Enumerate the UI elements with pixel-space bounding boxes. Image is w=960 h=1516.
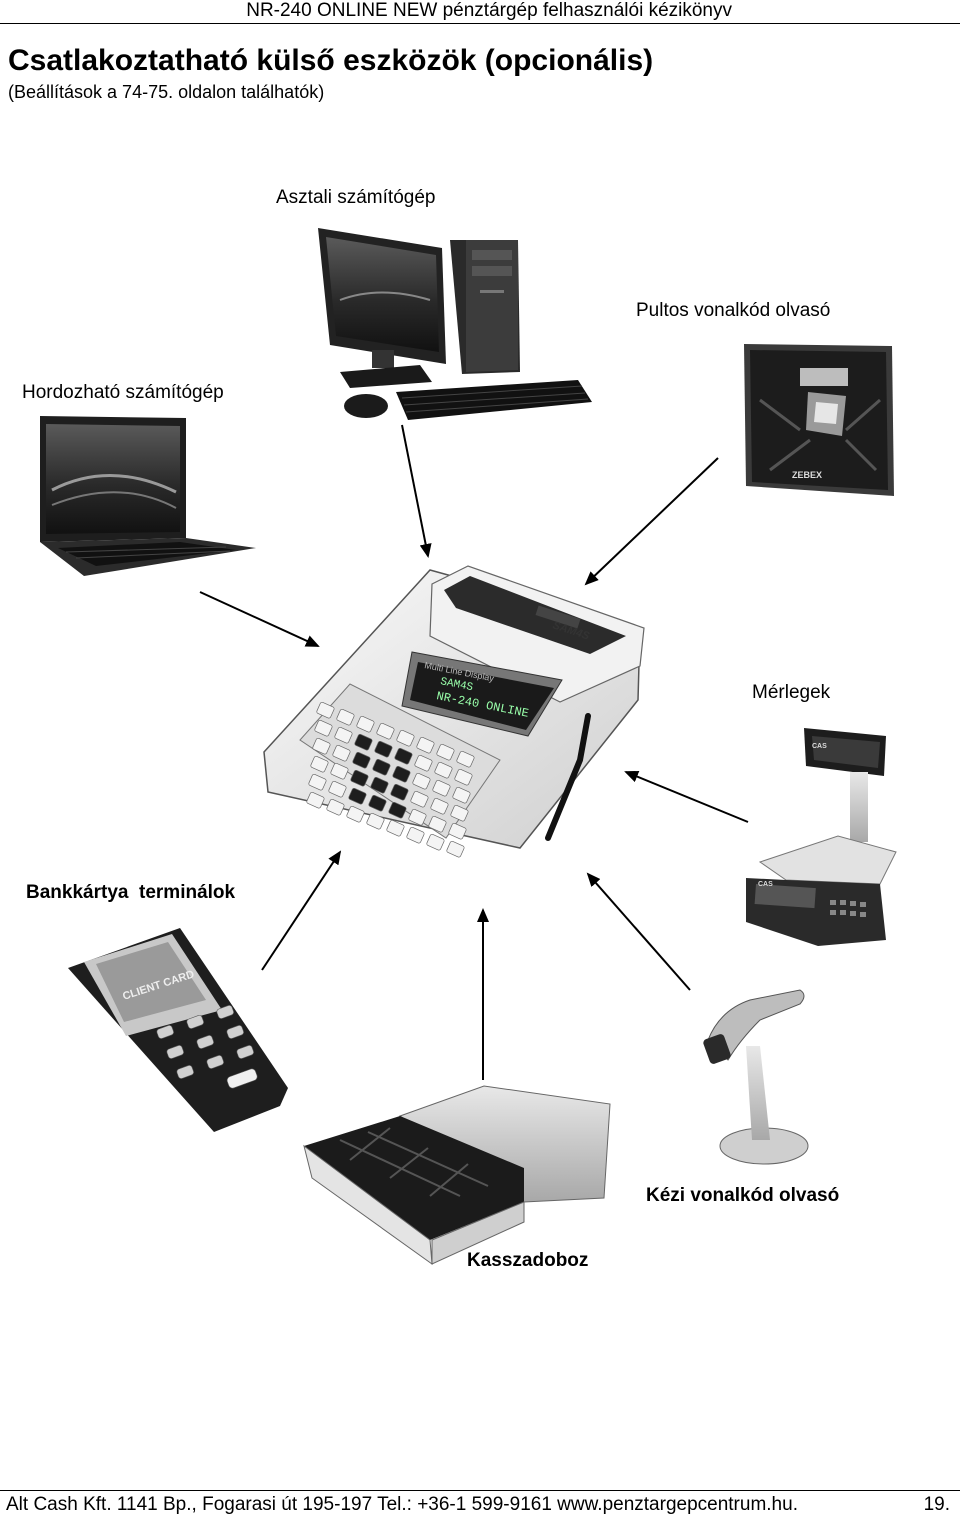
label-card-terminal: Bankkártya terminálok bbox=[26, 882, 236, 903]
cash-register-image: SAM4S Multi Line Display SAM4S NR-240 ON… bbox=[263, 565, 645, 858]
cash-drawer-image bbox=[303, 1085, 611, 1266]
register-key bbox=[456, 750, 475, 768]
register-key bbox=[346, 805, 365, 823]
register-key bbox=[306, 791, 325, 809]
arrow-from-fixed-scanner bbox=[584, 457, 719, 586]
desktop-computer-image bbox=[318, 228, 592, 420]
register-key bbox=[310, 755, 329, 773]
register-key bbox=[390, 783, 409, 801]
register-key bbox=[312, 737, 331, 755]
register-key bbox=[394, 747, 413, 765]
register-key bbox=[376, 722, 395, 740]
register-key bbox=[334, 726, 353, 744]
register-key bbox=[414, 754, 433, 772]
arrow-from-handheld-scanner bbox=[586, 872, 691, 991]
page-header: NR-240 ONLINE NEW pénztárgép felhasználó… bbox=[246, 0, 732, 21]
header-divider bbox=[0, 23, 960, 24]
register-key bbox=[446, 840, 465, 858]
label-cash-drawer: Kasszadoboz bbox=[467, 1250, 589, 1271]
connection-arrows bbox=[199, 424, 749, 1080]
card-terminal-image: CLIENT CARD bbox=[68, 928, 288, 1132]
label-handheld-scanner: Kézi vonalkód olvasó bbox=[646, 1185, 840, 1206]
register-key bbox=[406, 826, 425, 844]
register-key bbox=[426, 833, 445, 851]
footer-divider bbox=[0, 1490, 960, 1491]
register-key bbox=[454, 768, 473, 786]
register-key bbox=[330, 762, 349, 780]
register-key bbox=[328, 780, 347, 798]
register-key bbox=[408, 808, 427, 826]
scale-brand-text-top: CAS bbox=[812, 743, 827, 750]
label-scanner-fixed: Pultos vonalkód olvasó bbox=[636, 300, 831, 321]
register-key bbox=[434, 761, 453, 779]
register-key bbox=[356, 715, 375, 733]
register-key bbox=[450, 804, 469, 822]
register-key bbox=[432, 779, 451, 797]
register-key bbox=[326, 798, 345, 816]
arrow-from-desktop bbox=[401, 424, 432, 558]
arrow-from-scales bbox=[624, 770, 749, 823]
scale-image: CAS CAS bbox=[746, 728, 897, 946]
register-key bbox=[436, 743, 455, 761]
register-key bbox=[316, 701, 335, 719]
handheld-scanner-image bbox=[703, 989, 809, 1165]
register-key bbox=[332, 744, 351, 762]
register-key bbox=[372, 758, 391, 776]
register-key bbox=[370, 776, 389, 794]
register-key bbox=[452, 786, 471, 804]
scanner-brand-text: ZEBEX bbox=[792, 470, 822, 480]
register-key bbox=[350, 769, 369, 787]
register-key bbox=[386, 819, 405, 837]
register-key bbox=[388, 801, 407, 819]
section-subtitle: (Beállítások a 74-75. oldalon találhatók… bbox=[8, 82, 325, 102]
register-key bbox=[416, 736, 435, 754]
register-key bbox=[348, 787, 367, 805]
register-key bbox=[354, 733, 373, 751]
register-key bbox=[392, 765, 411, 783]
register-keypad bbox=[299, 683, 501, 858]
register-key bbox=[352, 751, 371, 769]
label-scales: Mérlegek bbox=[752, 682, 831, 703]
register-key bbox=[336, 708, 355, 726]
register-key bbox=[430, 797, 449, 815]
section-title: Csatlakoztatható külső eszközök (opcioná… bbox=[8, 44, 654, 77]
page-number: 19. bbox=[923, 1494, 950, 1515]
register-key bbox=[314, 719, 333, 737]
register-key bbox=[412, 772, 431, 790]
register-key bbox=[308, 773, 327, 791]
scale-brand-text-base: CAS bbox=[758, 881, 773, 888]
label-laptop: Hordozható számítógép bbox=[22, 382, 224, 403]
register-key bbox=[374, 740, 393, 758]
register-key bbox=[410, 790, 429, 808]
laptop-image bbox=[40, 416, 256, 576]
arrow-from-card-terminal bbox=[261, 850, 342, 971]
label-desktop: Asztali számítógép bbox=[276, 187, 436, 208]
register-key bbox=[366, 812, 385, 830]
arrow-from-laptop bbox=[199, 591, 320, 647]
register-key bbox=[368, 794, 387, 812]
register-key bbox=[428, 815, 447, 833]
fixed-scanner-image: ZEBEX bbox=[744, 344, 894, 496]
register-key bbox=[396, 729, 415, 747]
register-key bbox=[448, 822, 467, 840]
footer-contact: Alt Cash Kft. 1141 Bp., Fogarasi út 195-… bbox=[6, 1494, 798, 1515]
